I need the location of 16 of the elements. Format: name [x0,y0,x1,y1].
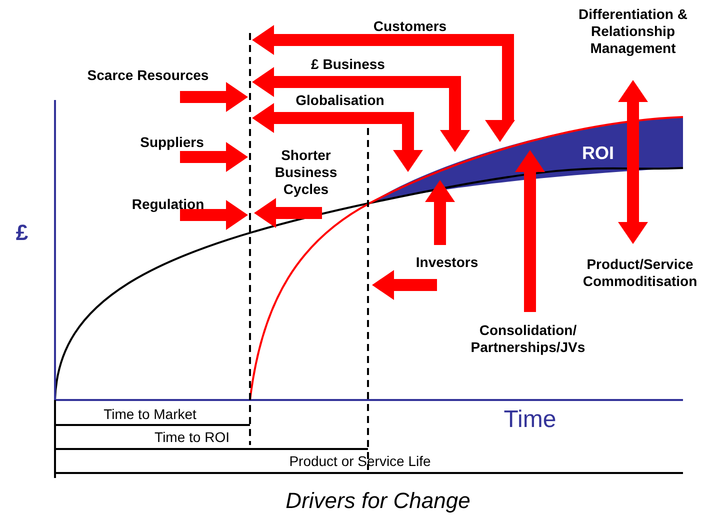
text-label: Shorter Business Cycles [274,147,338,198]
text-label: Product or Service Life [289,453,431,470]
text-label: Time to ROI [154,429,230,446]
caption: Drivers for Change [286,488,470,514]
text-label: Consolidation/ Partnerships/JVs [470,322,586,356]
text-label: Customers [373,18,447,35]
text-label: Differentiation & Relationship Management [578,6,688,57]
text-label: Investors [416,254,478,271]
text-label: Product/Service Commoditisation [582,256,698,290]
text-label: Suppliers [140,134,204,151]
axis-label: £ [16,220,28,246]
text-label: Scarce Resources [87,67,209,84]
roi-label: ROI [582,145,614,162]
text-label: Regulation [132,196,204,213]
text-label: Time to Market [104,406,196,423]
axis-label: Time [504,407,556,433]
